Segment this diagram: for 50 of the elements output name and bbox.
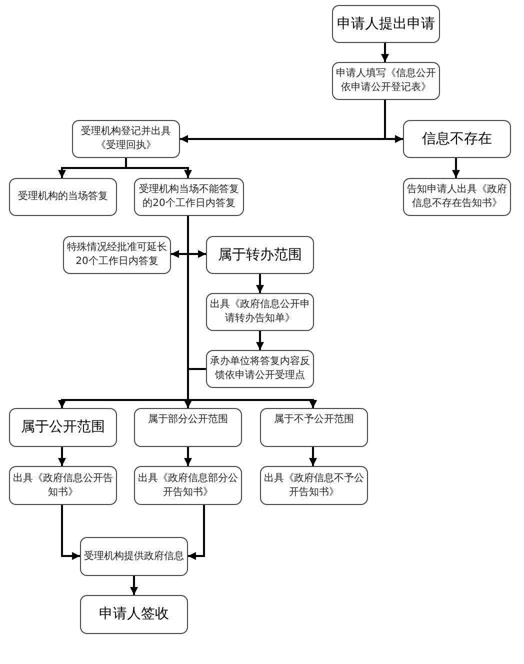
box-text: 出具《政府信息公开申请转办告知单》 [209, 298, 311, 326]
box-text: 受理机构的当场答复 [18, 190, 108, 204]
process-box [260, 466, 368, 505]
box-text: 告知申请人出具《政府信息不存在告知书》 [406, 183, 508, 211]
process-box [206, 293, 314, 331]
process-box [72, 120, 180, 158]
arrow [171, 250, 206, 258]
box-text: 受理机构提供政府信息 [84, 550, 184, 564]
arrow [384, 100, 403, 143]
arrow [256, 274, 264, 293]
box-text: 出具《政府信息公开告知书》 [12, 472, 114, 500]
process-box [63, 236, 171, 274]
box-text: 属于不予公开范围 [274, 413, 354, 427]
arrow [58, 447, 66, 466]
box-text: 属于转办范围 [218, 246, 302, 264]
box-text: 出具《政府信息部分公开告知书》 [137, 472, 239, 500]
box-text: 受理机构当场不能答复的20个工作日内答复 [138, 183, 240, 211]
process-box [134, 178, 244, 216]
process-box [403, 120, 511, 158]
arrow [188, 505, 205, 560]
process-box [206, 236, 314, 274]
process-box [403, 178, 511, 216]
arrow [184, 447, 192, 466]
arrow [130, 576, 138, 595]
box-text: 申请人提出申请 [337, 16, 435, 32]
arrow [309, 447, 317, 466]
box-text: 申请人签收 [99, 606, 169, 623]
process-box [134, 408, 242, 447]
box-text: 属于部分公开范围 [148, 413, 228, 427]
process-box [9, 408, 117, 447]
box-text: 申请人填写《信息公开依申请公开登记表》 [335, 67, 437, 95]
process-box [206, 350, 314, 388]
box-text: 信息不存在 [422, 130, 492, 148]
box-text: 受理机构登记并出具《受理回执》 [80, 125, 172, 153]
box-text: 出具《政府信息不予公开告知书》 [263, 472, 365, 500]
process-box [80, 595, 188, 634]
arrow [256, 331, 264, 350]
process-box [134, 466, 242, 505]
process-box [9, 466, 117, 505]
arrow [61, 505, 80, 560]
box-text: 属于公开范围 [21, 419, 105, 436]
process-box [9, 178, 117, 216]
box-text: 承办单位将答复内容反馈依申请公开受理点 [209, 355, 311, 383]
process-box [332, 5, 440, 43]
arrow [381, 43, 389, 62]
process-box [80, 537, 188, 576]
arrow [452, 158, 460, 178]
box-text: 特殊情况经批准可延长20个工作日内答复 [66, 241, 168, 269]
process-box [332, 62, 440, 100]
process-box [260, 408, 368, 447]
